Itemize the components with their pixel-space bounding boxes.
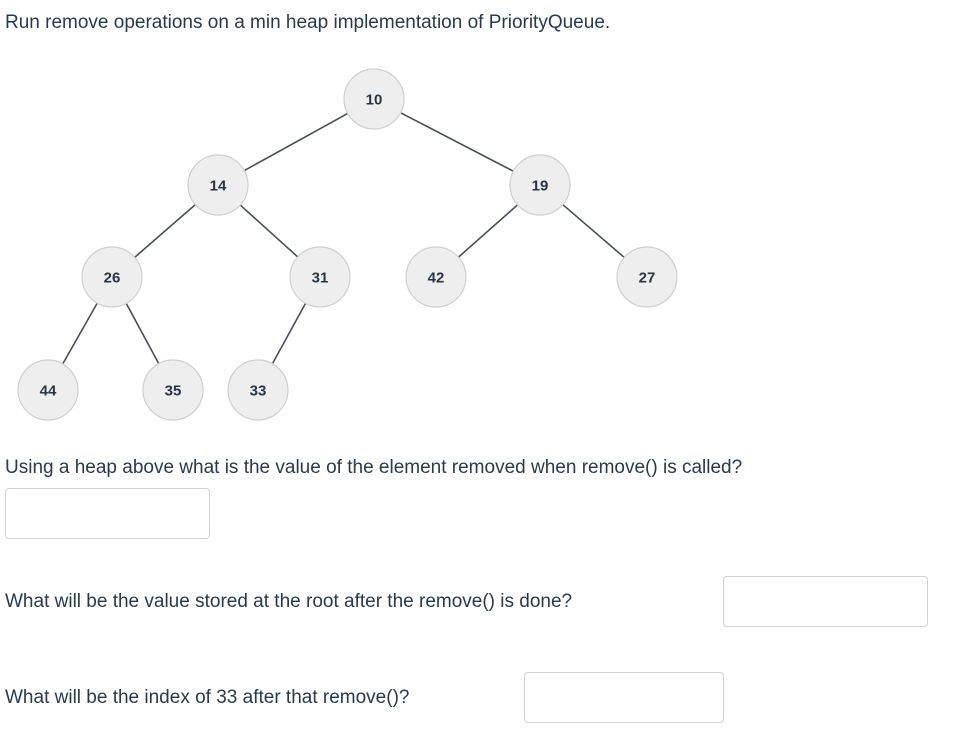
page-title: Run remove operations on a min heap impl… <box>5 12 611 33</box>
tree-edge <box>243 112 349 172</box>
tree-node: 26 <box>81 246 143 308</box>
tree-node-circle <box>616 246 678 308</box>
tree-node-label: 26 <box>104 270 121 287</box>
tree-node-group: 10 14 19 26 31 42 27 44 35 33 <box>17 68 678 421</box>
tree-node-circle <box>81 246 143 308</box>
tree-node: 44 <box>17 359 79 421</box>
question-2-text: What will be the value stored at the roo… <box>5 591 573 612</box>
tree-node-circle <box>17 359 79 421</box>
tree-node-circle <box>142 359 204 421</box>
tree-node-circle <box>227 359 289 421</box>
tree-node-circle <box>343 68 405 130</box>
tree-node: 35 <box>142 359 204 421</box>
tree-node: 27 <box>616 246 678 308</box>
tree-node: 14 <box>187 154 249 216</box>
tree-node: 33 <box>227 359 289 421</box>
tree-node-label: 10 <box>366 92 383 109</box>
heap-tree-diagram: 10 14 19 26 31 42 27 44 35 33 <box>0 55 720 435</box>
tree-node-circle <box>289 246 351 308</box>
tree-node-circle <box>187 154 249 216</box>
tree-node-label: 44 <box>40 383 57 400</box>
tree-edge <box>134 204 196 258</box>
tree-node: 10 <box>343 68 405 130</box>
tree-node-label: 31 <box>312 270 329 287</box>
tree-edge <box>62 302 98 365</box>
question-1-text: Using a heap above what is the value of … <box>5 457 743 478</box>
tree-node-label: 33 <box>250 383 267 400</box>
tree-edge <box>562 203 625 259</box>
tree-node-circle <box>509 154 571 216</box>
tree-node: 31 <box>289 246 351 308</box>
tree-node-label: 27 <box>639 270 656 287</box>
heap-tree-svg: 10 14 19 26 31 42 27 44 35 33 <box>17 68 678 421</box>
tree-node-label: 35 <box>165 383 182 400</box>
tree-node-label: 42 <box>428 270 445 287</box>
tree-node-circle <box>405 246 467 308</box>
answer-input-2[interactable] <box>723 576 928 627</box>
tree-node-label: 19 <box>532 178 549 195</box>
tree-edge <box>125 303 160 364</box>
answer-input-3[interactable] <box>524 672 724 723</box>
tree-node: 19 <box>509 154 571 216</box>
tree-edge-group <box>62 112 625 365</box>
tree-node: 42 <box>405 246 467 308</box>
question-3-text: What will be the index of 33 after that … <box>5 687 410 708</box>
tree-edge <box>457 204 519 258</box>
answer-input-1[interactable] <box>5 488 210 539</box>
tree-edge <box>400 112 514 172</box>
tree-node-label: 14 <box>210 178 227 195</box>
tree-edge <box>239 204 299 258</box>
tree-edge <box>271 302 307 365</box>
